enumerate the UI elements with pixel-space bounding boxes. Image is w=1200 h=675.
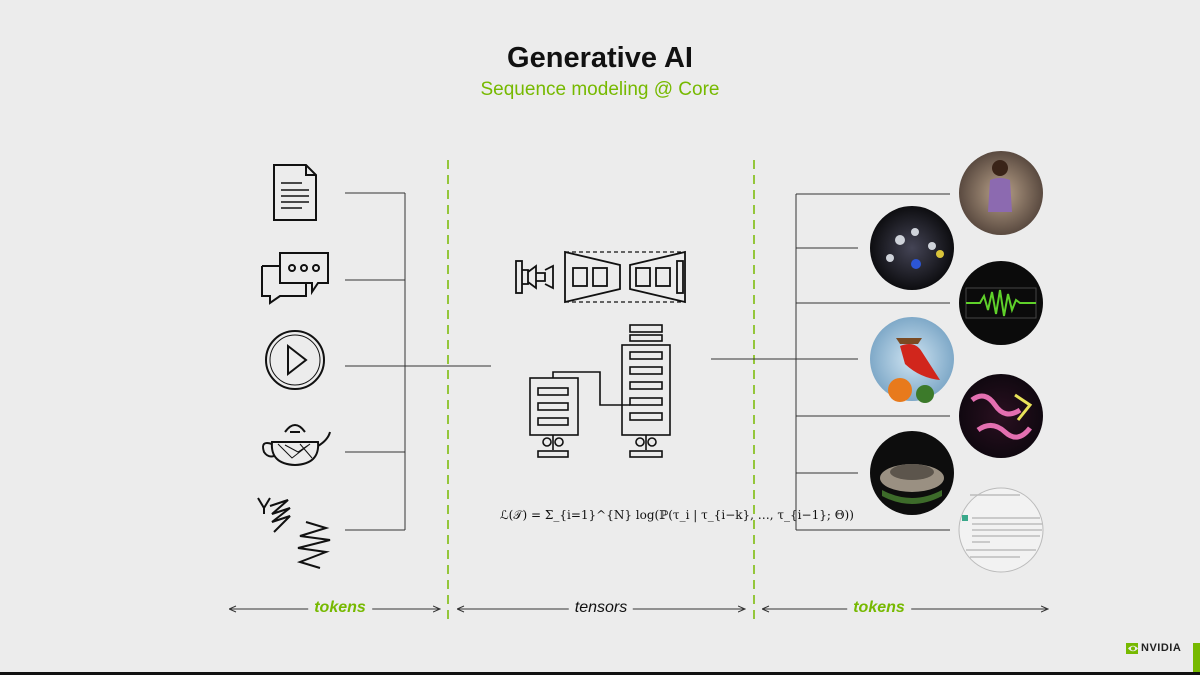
label-input-tokens: tokens <box>308 599 372 617</box>
audio-waveform-image <box>959 261 1043 345</box>
nvidia-logo-icon <box>1126 643 1138 654</box>
accent-bar <box>1193 643 1200 673</box>
protein-structure-image <box>959 374 1043 458</box>
page-subtitle: Sequence modeling @ Core <box>480 79 720 100</box>
transformer-icon <box>529 324 671 458</box>
page-title: Generative AI <box>507 42 693 74</box>
molecule-image <box>870 206 954 290</box>
label-output-tokens: tokens <box>847 599 911 617</box>
label-tensors: tensors <box>568 599 634 617</box>
teapot-3d-icon <box>262 424 331 467</box>
chat-text-image <box>958 487 1044 573</box>
nvidia-logo: NVIDIA <box>1141 642 1181 654</box>
animated-character-image <box>959 151 1043 235</box>
protein-molecule-icon <box>257 497 331 569</box>
bottom-border <box>0 672 1200 675</box>
output-connectors <box>711 193 950 531</box>
loss-formula: ℒ(𝒯) = Σ_{i=1}^{N} log(ℙ(τ_i | τ_{i−k}, … <box>500 508 854 522</box>
document-icon <box>273 164 317 221</box>
input-connectors <box>345 192 491 531</box>
parrot-image <box>870 317 954 403</box>
chat-icon <box>261 252 329 305</box>
nvidia-logo-text: NVIDIA <box>1141 642 1182 654</box>
autoencoder-icon <box>515 250 686 304</box>
colosseum-3d-image <box>870 431 954 515</box>
play-video-icon <box>265 330 325 390</box>
